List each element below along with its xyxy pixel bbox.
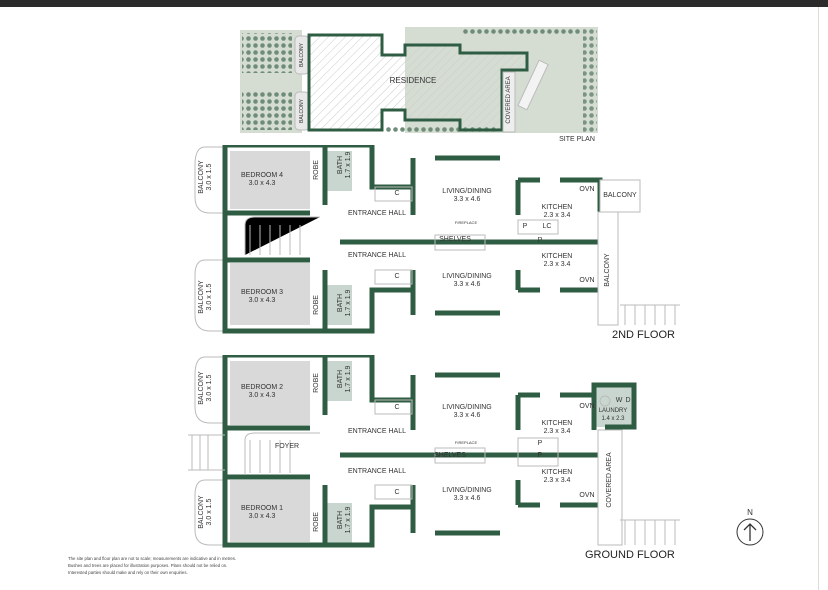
site-plan-drawing	[240, 27, 598, 133]
robe-bottom-label: ROBE	[313, 512, 320, 532]
pantry-top-label: P	[522, 223, 528, 230]
pantry-bottom-label: P	[537, 452, 543, 459]
lc-label: LC	[542, 223, 552, 230]
shelves-label: SHELVES	[439, 236, 471, 243]
site-covered-area-label: COVERED AREA	[506, 76, 512, 124]
oven-top-label: OVN	[579, 186, 595, 193]
site-plan-title: SITE PLAN	[559, 136, 595, 143]
balcony-right-label: BALCONY	[603, 192, 637, 199]
covered-area-label: COVERED AREA	[606, 452, 613, 508]
closet-bottom-label: C	[394, 489, 400, 496]
viewer-edge	[818, 7, 819, 590]
robe-top-label: ROBE	[313, 373, 320, 393]
closet-top-label: C	[394, 190, 400, 197]
oven-top-label: OVN	[579, 403, 595, 410]
oven-bottom-label: OVN	[579, 492, 595, 499]
ground-floor-walls	[188, 355, 680, 548]
disclaimer-line: Bushes and trees are placed for illustra…	[68, 563, 228, 568]
foyer-label: FOYER	[274, 443, 300, 450]
pantry-top-label: P	[537, 440, 543, 447]
residence-label: RESIDENCE	[389, 76, 437, 85]
ground-floor-title: GROUND FLOOR	[585, 549, 675, 561]
north-arrow-icon	[736, 518, 764, 546]
robe-top-label: ROBE	[313, 160, 320, 180]
entrance-hall-bottom-label: ENTRANCE HALL	[348, 252, 406, 259]
washer-label: W	[615, 397, 623, 404]
oven-bottom-label: OVN	[579, 277, 595, 284]
closet-bottom-label: C	[394, 273, 400, 280]
closet-top-label: C	[394, 404, 400, 411]
entrance-hall-top-label: ENTRANCE HALL	[348, 428, 406, 435]
dryer-label: D	[625, 397, 631, 404]
entrance-hall-bottom-label: ENTRANCE HALL	[348, 468, 406, 475]
north-arrow: N	[735, 508, 765, 553]
fireplace-label: FIREPLACE	[454, 440, 478, 445]
site-balcony-label-top: BALCONY	[299, 43, 305, 67]
disclaimer: The site plan and floor plan are not to …	[68, 555, 236, 576]
fireplace-label: FIREPLACE	[454, 220, 478, 225]
second-floor-title: 2ND FLOOR	[612, 329, 675, 341]
viewer-top-bar	[0, 0, 828, 7]
north-label: N	[747, 508, 753, 517]
disclaimer-line: Interested parties should make and rely …	[68, 570, 188, 575]
entrance-hall-top-label: ENTRANCE HALL	[348, 210, 406, 217]
shelves-label: SHELVES	[434, 452, 466, 459]
robe-bottom-label: ROBE	[313, 295, 320, 315]
second-floor-walls	[194, 145, 680, 334]
pantry-bottom-label: P	[537, 237, 543, 244]
disclaimer-line: The site plan and floor plan are not to …	[68, 556, 237, 561]
balcony-vertical-label: BALCONY	[604, 253, 611, 287]
site-balcony-label-bottom: BALCONY	[299, 99, 305, 123]
